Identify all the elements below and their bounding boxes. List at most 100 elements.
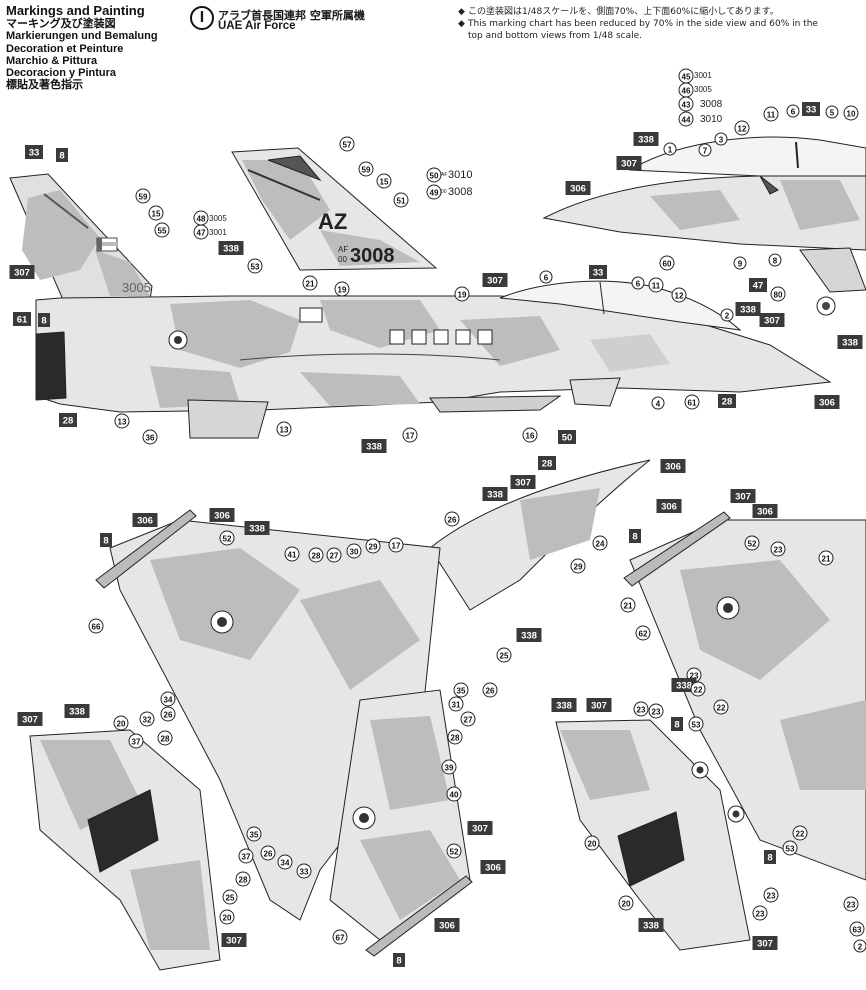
callout-number: 306 bbox=[665, 462, 681, 473]
decal-callout-circle: 22 bbox=[690, 681, 706, 697]
decal-callout-circle: 34 bbox=[160, 691, 176, 707]
callout-number: 52 bbox=[748, 540, 757, 549]
callout-number: 8 bbox=[59, 151, 64, 162]
decal-callout-circle: 29 bbox=[365, 538, 381, 554]
paint-callout-box: 338 bbox=[633, 132, 659, 146]
callout-number: 26 bbox=[486, 687, 495, 696]
callout-number: 20 bbox=[117, 720, 126, 729]
paint-callout-box: 8 bbox=[100, 533, 112, 547]
paint-callout-box: 307 bbox=[17, 712, 43, 726]
callout-number: 338 bbox=[69, 707, 85, 718]
decal-callout-circle: 49 bbox=[426, 184, 442, 200]
decal-callout-circle: 66 bbox=[88, 618, 104, 634]
decal-callout-circle: 45 bbox=[678, 68, 694, 84]
callout-number: 15 bbox=[152, 210, 161, 219]
callout-number: 32 bbox=[143, 716, 152, 725]
callout-number: 7 bbox=[703, 147, 708, 156]
decal-callout-circle: 55 bbox=[154, 222, 170, 238]
callout-number: 53 bbox=[692, 721, 701, 730]
decal-callout-circle: 21 bbox=[302, 275, 318, 291]
decal-callout-circle: 23 bbox=[763, 887, 779, 903]
callout-number: 306 bbox=[137, 516, 153, 527]
decal-callout-circle: 44 bbox=[678, 111, 694, 127]
callout-number: 21 bbox=[624, 602, 633, 611]
callout-number: 306 bbox=[214, 511, 230, 522]
callout-number: 67 bbox=[336, 934, 345, 943]
callout-number: 306 bbox=[439, 921, 455, 932]
callout-number: 45 bbox=[682, 73, 691, 82]
title-it: Marchio & Pittura bbox=[6, 54, 98, 67]
callout-number: 22 bbox=[796, 830, 805, 839]
paint-callout-box: 338 bbox=[218, 241, 244, 255]
nation-name-jp: アラブ首長国連邦 空軍所属機 bbox=[218, 9, 365, 22]
callout-number: 25 bbox=[226, 894, 235, 903]
callout-number: 23 bbox=[774, 546, 783, 555]
callout-number: 23 bbox=[652, 708, 661, 717]
callout-number: 17 bbox=[406, 432, 415, 441]
callout-number: 66 bbox=[92, 623, 101, 632]
callout-number: 28 bbox=[451, 734, 460, 743]
callout-number: 47 bbox=[753, 281, 764, 292]
title-fr: Decoration et Peinture bbox=[6, 42, 124, 55]
tail-serial-text: 3005 bbox=[122, 280, 151, 295]
decal-callout-circle: 12 bbox=[671, 287, 687, 303]
decal-49-text: 3008 bbox=[448, 186, 472, 198]
callout-number: 307 bbox=[472, 824, 488, 835]
callout-number: 46 bbox=[682, 87, 691, 96]
decal-callout-circle: 48 bbox=[193, 210, 209, 226]
decal-callout-circle: 67 bbox=[332, 929, 348, 945]
scale-note: ◆ この塗装図は1/48スケールを、側面70%、上下面60%に縮小してあります。… bbox=[458, 6, 858, 42]
title-de: Markierungen und Bemalung bbox=[6, 30, 158, 43]
paint-callout-box: 28 bbox=[538, 456, 556, 470]
paint-callout-box: 306 bbox=[434, 918, 460, 932]
decal-callout-circle: 21 bbox=[620, 597, 636, 613]
paint-callout-box: 338 bbox=[482, 487, 508, 501]
decal-callout-circle: 26 bbox=[482, 682, 498, 698]
paint-callout-box: 307 bbox=[586, 698, 612, 712]
decal-callout-circle: 33 bbox=[296, 863, 312, 879]
decal-callout-circle: 41 bbox=[284, 546, 300, 562]
paint-callout-box: 8 bbox=[56, 148, 68, 162]
callout-number: 307 bbox=[735, 492, 751, 503]
paint-callout-box: 338 bbox=[638, 918, 664, 932]
decal-callout-circle: 59 bbox=[358, 161, 374, 177]
paint-callout-box: 307 bbox=[616, 156, 642, 170]
decal-callout-circle: 28 bbox=[308, 547, 324, 563]
callout-number: 33 bbox=[29, 148, 40, 159]
decal-callout-circle: 60 bbox=[659, 255, 675, 271]
nation-marker-icon: I bbox=[190, 6, 214, 30]
decal-callout-circle: 53 bbox=[782, 840, 798, 856]
callout-number: 55 bbox=[158, 227, 167, 236]
callout-number: 27 bbox=[330, 552, 339, 561]
callout-number: 21 bbox=[822, 555, 831, 564]
paint-callout-box: 307 bbox=[467, 821, 493, 835]
decal-callout-circle: 20 bbox=[584, 835, 600, 851]
decal-callout-circle: 50 bbox=[426, 167, 442, 183]
decal-callout-circle: 31 bbox=[448, 696, 464, 712]
callout-number: 13 bbox=[118, 418, 127, 427]
paint-callout-box: 28 bbox=[718, 394, 736, 408]
decal-callout-circle: 19 bbox=[454, 286, 470, 302]
paint-callout-box: 8 bbox=[38, 313, 50, 327]
decal-callout-circle: 9 bbox=[733, 256, 747, 270]
callout-number: 27 bbox=[464, 716, 473, 725]
decal-callout-circle: 23 bbox=[648, 703, 664, 719]
decal-callout-circle: 28 bbox=[235, 871, 251, 887]
callout-number: 44 bbox=[682, 116, 691, 125]
diamond-icon: ◆ bbox=[458, 19, 465, 29]
callout-number: 338 bbox=[366, 442, 382, 453]
decal-callout-circle: 80 bbox=[770, 286, 786, 302]
decal-00-small: 00 bbox=[441, 189, 447, 195]
callout-number: 8 bbox=[767, 853, 772, 864]
callout-number: 12 bbox=[738, 125, 747, 134]
decal-callout-circle: 39 bbox=[441, 759, 457, 775]
callout-number: 61 bbox=[17, 315, 28, 326]
paint-callout-box: 8 bbox=[764, 850, 776, 864]
decal-callout-circle: 6 bbox=[631, 276, 645, 290]
decal-callout-circle: 24 bbox=[592, 535, 608, 551]
callout-number: 9 bbox=[738, 260, 743, 269]
callout-number: 33 bbox=[300, 868, 309, 877]
fin-00-text: 00 bbox=[338, 255, 347, 264]
callout-number: 11 bbox=[767, 111, 776, 120]
callout-number: 19 bbox=[458, 291, 467, 300]
